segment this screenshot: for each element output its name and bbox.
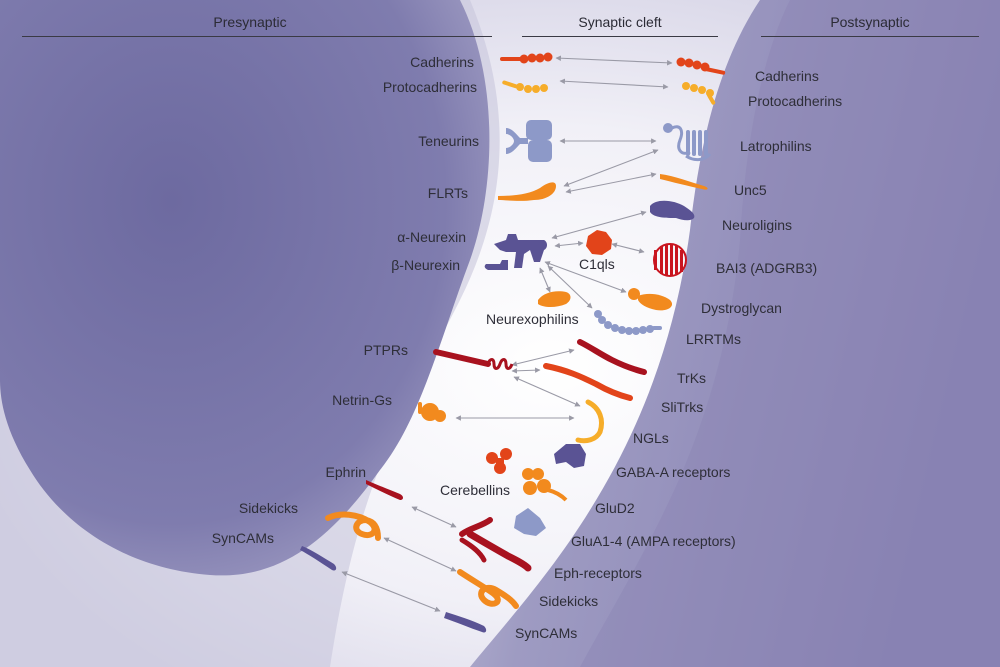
header-postsynaptic: Postsynaptic — [830, 14, 910, 30]
header-postsynaptic-rule — [761, 36, 979, 37]
label-post-syncams: SynCAMs — [515, 625, 578, 641]
neuroligin-molecule — [650, 200, 695, 221]
label-post-sidekicks: Sidekicks — [539, 593, 599, 609]
label-pre-sidekicks: Sidekicks — [238, 500, 298, 516]
glua-molecule — [514, 508, 546, 536]
header-presynaptic: Presynaptic — [213, 14, 287, 30]
label-post-glud2: GluD2 — [595, 500, 635, 516]
label-post-dystroglycan: Dystroglycan — [701, 300, 782, 316]
label-c1qls: C1qls — [579, 256, 615, 272]
label-post-bai3: BAI3 (ADGRB3) — [716, 260, 818, 276]
label-pre-beta-neurexin: β-Neurexin — [391, 257, 460, 273]
latrophilin-molecule — [663, 123, 712, 162]
cadherin-pre-molecule — [500, 52, 553, 64]
alpha-neurexin-molecule — [494, 234, 547, 268]
arrow-c1ql-bai3 — [611, 242, 645, 254]
sidekick-post-molecule — [457, 569, 519, 609]
ngl-molecule — [575, 399, 604, 444]
postsynaptic-shadow — [580, 0, 1000, 667]
arrow-flrt-unc5 — [565, 172, 657, 194]
arrow-syncam — [341, 571, 441, 612]
bai3-molecule — [653, 243, 687, 277]
label-post-neuroligins: Neuroligins — [722, 217, 793, 233]
label-post-unc5: Unc5 — [734, 182, 767, 198]
cadherin-post-molecule — [676, 57, 726, 75]
label-pre-alpha-neurexin: α-Neurexin — [397, 229, 466, 245]
arrow-ephrin-eph — [411, 506, 457, 528]
arrow-neurexin-c1ql — [554, 240, 584, 249]
label-pre-netrin-gs: Netrin-Gs — [332, 392, 392, 408]
header-cleft-rule — [522, 36, 718, 37]
header-synaptic-cleft: Synaptic cleft — [578, 14, 662, 30]
arrow-protocadherins — [559, 78, 669, 90]
arrow-ptpr-slitrk-2 — [513, 376, 581, 407]
postsynaptic-terminal — [470, 0, 1000, 667]
unc5-molecule — [660, 174, 708, 190]
presynaptic-terminal — [0, 0, 490, 576]
syncam-post-molecule — [444, 612, 487, 633]
arrow-ptpr-trk — [511, 348, 575, 367]
label-pre-ptprs: PTPRs — [363, 342, 408, 358]
c1ql-molecule — [586, 230, 612, 255]
eph-receptor-molecule — [459, 517, 532, 572]
beta-neurexin-molecule — [484, 260, 508, 270]
label-pre-ephrin: Ephrin — [325, 464, 366, 480]
flrt-molecule — [498, 182, 556, 201]
header-presynaptic-rule — [22, 36, 492, 37]
slitrk-molecule — [543, 363, 633, 401]
gaba-a-molecule — [554, 444, 586, 468]
label-pre-protocadherins: Protocadherins — [382, 79, 477, 95]
label-post-eph-receptors: Eph-receptors — [554, 565, 642, 581]
label-pre-flrts: FLRTs — [427, 185, 468, 201]
neurexophilin-molecule — [538, 291, 571, 307]
label-post-trks: TrKs — [677, 370, 707, 386]
label-neurexophilins: Neurexophilins — [486, 311, 579, 327]
sidekick-pre-molecule — [325, 511, 381, 541]
ptpr-molecule — [433, 349, 514, 370]
label-post-cadherins: Cadherins — [755, 68, 819, 84]
lrrtm-molecule — [594, 310, 662, 335]
ephrin-molecule — [366, 480, 403, 500]
label-post-gaba-a: GABA-A receptors — [616, 464, 731, 480]
trk-molecule — [577, 339, 647, 375]
arrow-ptpr-slitrk — [511, 367, 541, 374]
interaction-arrows — [341, 55, 673, 612]
label-post-glua: GluA1-4 (AMPA receptors) — [571, 533, 736, 549]
label-pre-syncams: SynCAMs — [211, 530, 274, 546]
glud2-molecule — [522, 468, 568, 502]
arrow-neurexin-lrrtm — [547, 265, 593, 309]
protocadherin-pre-molecule — [502, 80, 548, 93]
label-post-slitrks: SliTrks — [661, 399, 704, 415]
dystroglycan-molecule — [628, 288, 673, 311]
arrow-cadherins — [555, 55, 673, 66]
label-cerebellins: Cerebellins — [440, 482, 511, 498]
label-post-latrophilins: Latrophilins — [740, 138, 812, 154]
arrow-sidekick — [383, 537, 457, 572]
cerebellin-molecule — [486, 448, 512, 474]
label-pre-teneurins: Teneurins — [418, 133, 479, 149]
syncam-pre-molecule — [300, 546, 337, 571]
label-post-lrrtms: LRRTMs — [686, 331, 741, 347]
teneurin-molecule — [506, 120, 552, 162]
arrow-neurexin-neuroligin — [551, 210, 647, 240]
label-pre-cadherins: Cadherins — [410, 54, 474, 70]
netrin-g-molecule — [418, 402, 446, 422]
label-post-protocadherins: Protocadherins — [748, 93, 843, 109]
label-post-ngls: NGLs — [633, 430, 669, 446]
protocadherin-post-molecule — [682, 82, 716, 105]
